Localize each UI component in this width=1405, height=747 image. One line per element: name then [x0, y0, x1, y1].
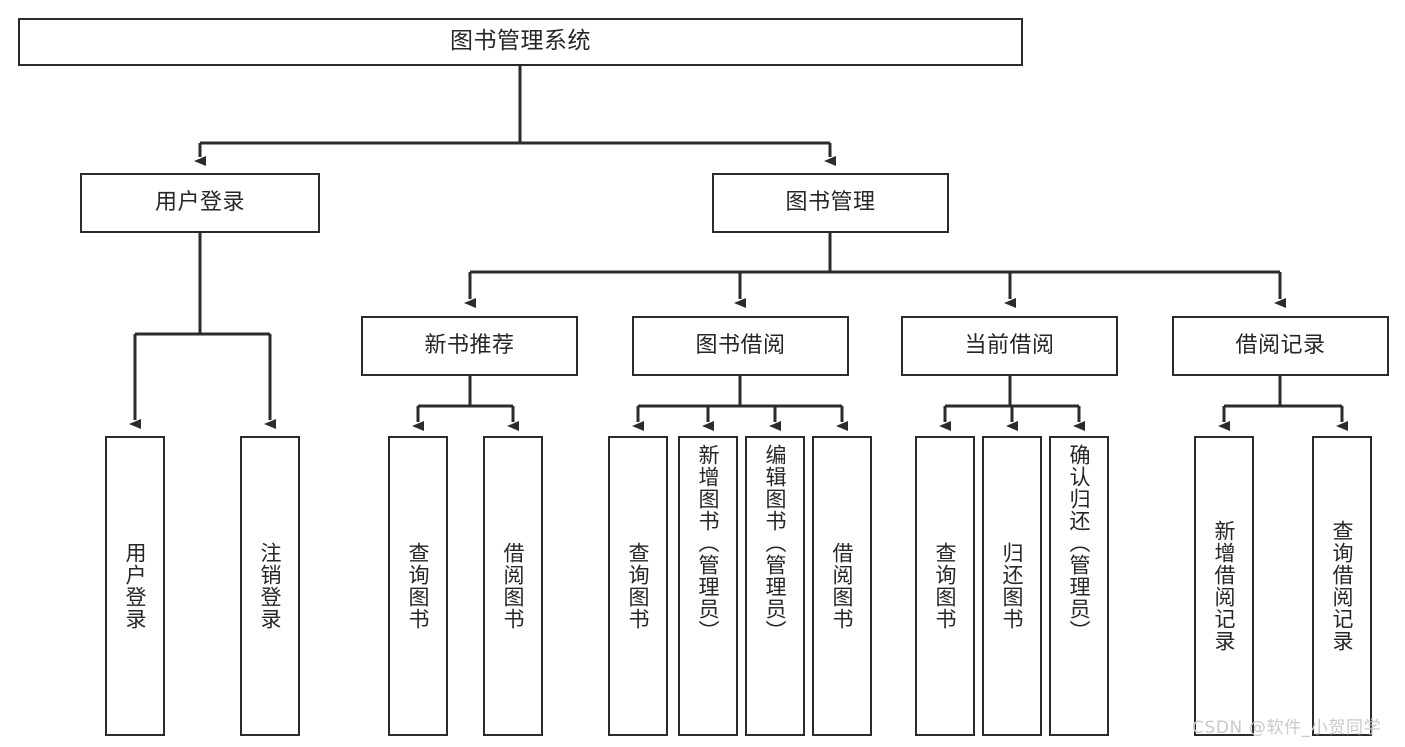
leaf-current-query-book[interactable]: 查询图书 [915, 436, 975, 736]
node-current-borrow[interactable]: 当前借阅 [901, 316, 1118, 376]
node-new-book-recommend[interactable]: 新书推荐 [361, 316, 578, 376]
leaf-newbook-query-book-label: 查询图书 [406, 542, 431, 630]
leaf-borrow-borrow-book[interactable]: 借阅图书 [812, 436, 872, 736]
leaf-record-query-record-label: 查询借阅记录 [1330, 520, 1355, 652]
leaf-record-query-record[interactable]: 查询借阅记录 [1312, 436, 1372, 736]
leaf-user-login-label: 用户登录 [123, 542, 148, 630]
node-book-management[interactable]: 图书管理 [712, 173, 949, 233]
node-book-borrow-label: 图书借阅 [695, 332, 786, 358]
node-borrow-record-label: 借阅记录 [1235, 332, 1326, 358]
node-user-login[interactable]: 用户登录 [80, 173, 320, 233]
leaf-current-confirm-return-admin[interactable]: 确认归还（管理员） [1049, 436, 1109, 736]
leaf-record-add-record-label: 新增借阅记录 [1212, 520, 1237, 652]
node-root[interactable]: 图书管理系统 [18, 18, 1023, 66]
leaf-borrow-query-book[interactable]: 查询图书 [608, 436, 668, 736]
node-new-book-recommend-label: 新书推荐 [424, 332, 515, 358]
leaf-user-logout-label: 注销登录 [258, 542, 283, 630]
leaf-newbook-borrow-book[interactable]: 借阅图书 [483, 436, 543, 736]
leaf-current-query-book-label: 查询图书 [933, 542, 958, 630]
node-borrow-record[interactable]: 借阅记录 [1172, 316, 1389, 376]
node-book-management-label: 图书管理 [785, 189, 876, 215]
leaf-borrow-add-book-admin-label: 新增图书（管理员） [696, 444, 721, 642]
leaf-borrow-edit-book-admin-label: 编辑图书（管理员） [763, 444, 788, 642]
leaf-current-confirm-return-admin-label: 确认归还（管理员） [1067, 444, 1092, 642]
leaf-borrow-query-book-label: 查询图书 [626, 542, 651, 630]
csdn-watermark: CSDN @软件_小贺同学 [1192, 718, 1382, 738]
leaf-borrow-add-book-admin[interactable]: 新增图书（管理员） [678, 436, 738, 736]
node-current-borrow-label: 当前借阅 [964, 332, 1055, 358]
leaf-newbook-query-book[interactable]: 查询图书 [388, 436, 448, 736]
leaf-current-return-book-label: 归还图书 [1000, 542, 1025, 630]
leaf-borrow-edit-book-admin[interactable]: 编辑图书（管理员） [745, 436, 805, 736]
node-root-label: 图书管理系统 [450, 28, 591, 55]
leaf-newbook-borrow-book-label: 借阅图书 [501, 542, 526, 630]
node-user-login-label: 用户登录 [154, 189, 245, 215]
leaf-record-add-record[interactable]: 新增借阅记录 [1194, 436, 1254, 736]
leaf-current-return-book[interactable]: 归还图书 [982, 436, 1042, 736]
leaf-user-login[interactable]: 用户登录 [105, 436, 165, 736]
leaf-user-logout[interactable]: 注销登录 [240, 436, 300, 736]
leaf-borrow-borrow-book-label: 借阅图书 [830, 542, 855, 630]
node-book-borrow[interactable]: 图书借阅 [632, 316, 849, 376]
